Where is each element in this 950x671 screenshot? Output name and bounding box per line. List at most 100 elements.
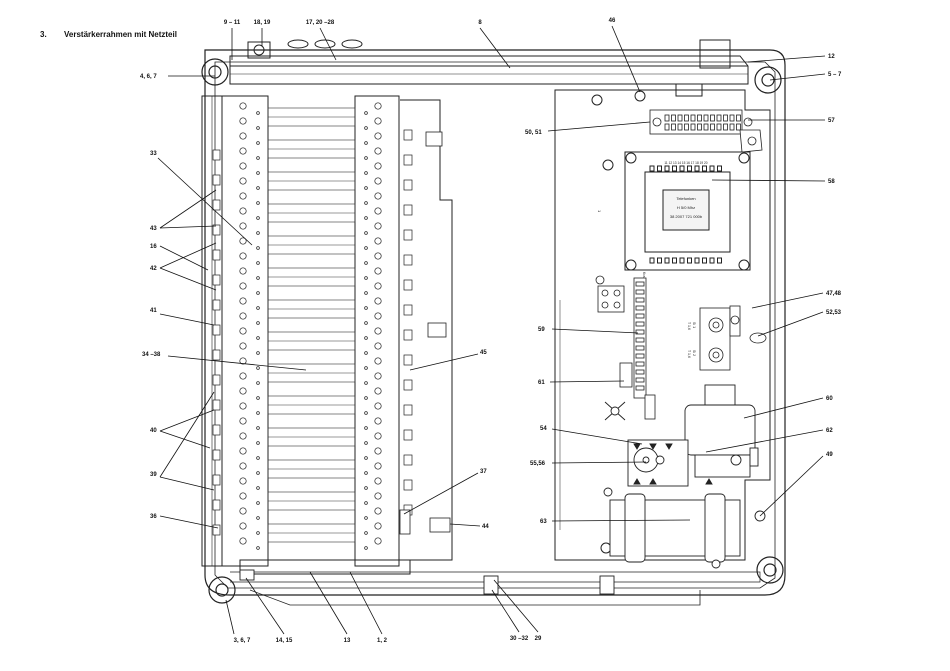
strip-screw-right: [375, 493, 381, 499]
leader-line: [612, 26, 640, 92]
strip-hole-right: [365, 202, 368, 205]
strip-hole-left: [257, 412, 260, 415]
leader-line: [160, 477, 214, 490]
connector-pin: [737, 115, 741, 121]
top-cable-port-2: [315, 40, 335, 48]
strip-hole-left: [257, 307, 260, 310]
top-bracket-right: [700, 40, 730, 68]
rectifier-62-screw: [731, 455, 741, 465]
strip-screw-right: [375, 178, 381, 184]
strip-hole-left: [257, 457, 260, 460]
transformer-58: [625, 152, 750, 270]
strip-screw-right: [375, 388, 381, 394]
star-part-center: [611, 407, 619, 415]
strip-hole-right: [365, 127, 368, 130]
connector-pin: [691, 124, 695, 130]
terminal-pin: [636, 346, 644, 350]
connector-pin: [678, 124, 682, 130]
callout-c23: 60: [826, 396, 833, 402]
corner-boss-top-right: [755, 67, 781, 93]
wall-tab: [213, 200, 220, 210]
strip-screw-right: [375, 208, 381, 214]
strip-screw-right: [375, 418, 381, 424]
card-rails: [268, 108, 355, 542]
transformer-pin: [673, 166, 677, 171]
strip-screw-right: [375, 268, 381, 274]
connector-pin: [665, 115, 669, 121]
leader-line: [550, 381, 624, 382]
connector-pin: [672, 115, 676, 121]
strip-hole-left: [257, 487, 260, 490]
leader-line: [160, 268, 216, 290]
callout-c22: 61: [538, 380, 545, 386]
strip-hole-left: [257, 217, 260, 220]
transformer-pin: [650, 258, 654, 263]
connector-pin: [704, 124, 708, 130]
strip-hole-left: [257, 127, 260, 130]
strip-screw-right: [375, 148, 381, 154]
strip-hole-right: [365, 367, 368, 370]
leader-line: [168, 356, 306, 370]
strip-hole-right: [365, 277, 368, 280]
connector-pin: [711, 115, 715, 121]
connector-pin: [698, 115, 702, 121]
rectifier-62-base: [695, 455, 750, 477]
wall-tab: [213, 175, 220, 185]
leader-line: [748, 56, 825, 62]
transformer-pin: [658, 166, 662, 171]
callout-c11: 33: [150, 151, 157, 157]
strip-screw-right: [375, 538, 381, 544]
strip-hole-right: [365, 382, 368, 385]
connector-pin: [698, 124, 702, 130]
terminal-pin: [636, 314, 644, 318]
terminal-pin: [636, 322, 644, 326]
strip-hole-right: [365, 412, 368, 415]
transformer-pin: [665, 258, 669, 263]
terminal-block-screw-1: [602, 290, 608, 296]
wall-tab: [213, 350, 220, 360]
fuse-label-t1: T 1,6: [687, 322, 691, 330]
transformer-pin: [710, 166, 714, 171]
strip-screw-right: [375, 523, 381, 529]
callout-c25: 54: [540, 426, 547, 432]
leader-line: [310, 572, 347, 634]
strip-hole-left: [257, 547, 260, 550]
strip-hole-right: [365, 427, 368, 430]
strip-hole-right: [365, 307, 368, 310]
top-cable-port-3: [342, 40, 362, 48]
rectifier-heatsink-top: [705, 385, 735, 407]
fuse-label-si2: Si 2: [692, 350, 696, 356]
wall-tab: [213, 225, 220, 235]
connector-pin: [685, 115, 689, 121]
leader-line: [552, 429, 642, 444]
strip-hole-left: [257, 247, 260, 250]
leader-line: [760, 456, 823, 516]
wall-tab: [213, 400, 220, 410]
bracket-tab: [404, 380, 412, 390]
bracket-tab: [404, 180, 412, 190]
leader-line: [320, 28, 336, 60]
clip-14: [240, 570, 254, 580]
strip-hole-right: [365, 112, 368, 115]
strip-hole-right: [365, 172, 368, 175]
strip-screw-left: [240, 403, 246, 409]
strip-screw-right: [375, 478, 381, 484]
callout-c27: 55,56: [530, 461, 546, 467]
strip-screw-right: [375, 343, 381, 349]
connector-57-body: [650, 110, 742, 134]
leader-line: [160, 243, 216, 268]
strip-screw-left: [240, 178, 246, 184]
wall-tab: [213, 300, 220, 310]
transformer-pin: [658, 258, 662, 263]
callout-c18: 52,53: [826, 310, 842, 316]
rectifier-assembly: [685, 385, 758, 477]
strip-screw-right: [375, 433, 381, 439]
wall-tab: [213, 250, 220, 260]
callout-c4: 8: [478, 20, 482, 26]
strip-screw-right: [375, 448, 381, 454]
strip-hole-left: [257, 427, 260, 430]
strip-screw-right: [375, 193, 381, 199]
bottom-lip: [250, 590, 700, 605]
strip-screw-left: [240, 388, 246, 394]
